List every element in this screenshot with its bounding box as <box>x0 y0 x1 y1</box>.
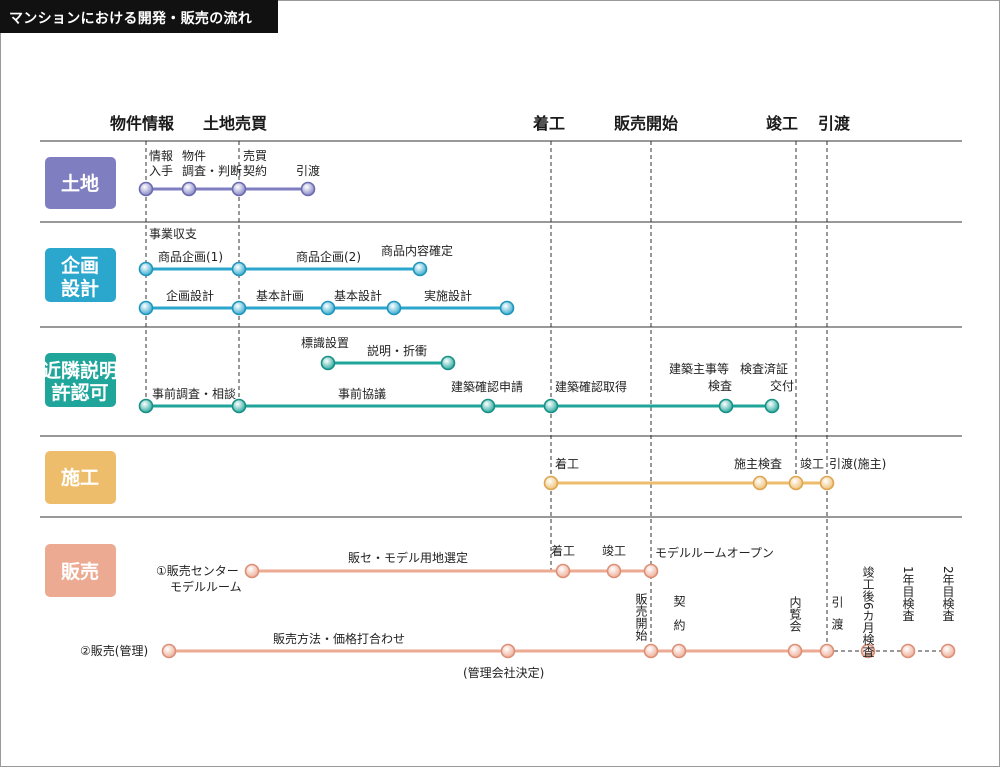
label-owner-inspection-2: 検査 <box>708 379 732 393</box>
category-permit: 近隣説明 許認可 <box>42 353 118 407</box>
title-bar: マンションにおける開発・販売の流れ <box>0 0 278 33</box>
label-survey: 調査・判断 <box>182 163 242 178</box>
svg-text:許認可: 許認可 <box>51 381 108 404</box>
label-mgmt-decided: (管理会社決定) <box>463 665 544 680</box>
label-land-handover: 引渡 <box>296 163 320 178</box>
label-pre-survey: 事前調査・相談 <box>152 386 236 401</box>
label-sign-install: 標識設置 <box>301 335 349 350</box>
milestone-completion: 竣工 <box>766 114 798 133</box>
label-confirm-apply: 建築確認申請 <box>451 379 523 394</box>
svg-text:設計: 設計 <box>61 277 99 300</box>
label-v-insp6: 竣工後6カ月検査 <box>861 565 875 658</box>
label-method-meeting: 販売方法・価格打合わせ <box>273 631 405 646</box>
label-certificate-2: 交付 <box>770 378 794 393</box>
label-site-select: 販セ・モデル用地選定 <box>348 550 468 565</box>
label-cons-handover: 引渡(施主) <box>829 456 886 471</box>
milestone-property-info: 物件情報 <box>110 114 175 133</box>
label-detail-design: 実施設計 <box>424 288 472 303</box>
category-sales: 販売 <box>45 544 116 597</box>
label-intake: 入手 <box>149 164 173 178</box>
label-basic-design: 基本設計 <box>334 288 382 303</box>
label-v-handover: 引渡 <box>830 596 844 640</box>
svg-text:近隣説明: 近隣説明 <box>42 359 118 382</box>
label-v-insp2: 2年目検査 <box>941 566 955 622</box>
label-sales-complete: 竣工 <box>602 543 626 558</box>
label-model-open: モデルルームオープン <box>655 545 774 560</box>
svg-text:販売: 販売 <box>61 560 99 583</box>
svg-text:企画: 企画 <box>60 254 99 277</box>
label-cons-complete: 竣工 <box>800 456 824 471</box>
label-explain-negotiate: 説明・折衝 <box>367 343 427 358</box>
label-v-contract: 契約 <box>672 595 686 643</box>
svg-text:土地: 土地 <box>61 172 99 195</box>
label-product-fixed: 商品内容確定 <box>381 243 453 258</box>
category-construction: 施工 <box>45 451 116 504</box>
label-basic-plan: 基本計画 <box>256 288 304 303</box>
label-certificate-1: 検査済証 <box>740 361 788 376</box>
label-info: 情報 <box>149 149 173 163</box>
svg-text:施工: 施工 <box>61 466 99 489</box>
label-sales-mgmt: ②販売(管理) <box>80 643 148 658</box>
label-owner-inspection-1: 建築主事等 <box>669 361 729 376</box>
milestone-sales-start: 販売開始 <box>614 114 678 133</box>
timeline-nodes <box>138 181 956 659</box>
label-v-insp1: 1年目検査 <box>901 566 915 622</box>
label-business-balance: 事業収支 <box>149 227 197 241</box>
label-model-room: モデルルーム <box>170 579 242 594</box>
label-sales-start-const: 着工 <box>551 543 575 558</box>
row-separators <box>40 140 962 518</box>
category-land: 土地 <box>45 157 116 209</box>
label-v-sales-start: 販売開始 <box>634 593 648 641</box>
timeline-lines <box>144 187 829 653</box>
label-cons-start: 着工 <box>555 456 579 471</box>
category-planning: 企画 設計 <box>45 248 116 302</box>
page-title: マンションにおける開発・販売の流れ <box>9 11 253 27</box>
label-plan-design: 企画設計 <box>166 288 214 303</box>
label-v-preview: 内覧会 <box>788 596 802 633</box>
label-confirm-obtain: 建築確認取得 <box>555 379 627 394</box>
milestone-handover: 引渡 <box>818 114 851 133</box>
label-product-plan-1: 商品企画(1) <box>158 249 223 264</box>
label-property: 物件 <box>182 149 206 163</box>
milestone-land-trade: 土地売買 <box>203 114 267 133</box>
label-pre-consult: 事前協議 <box>338 386 386 401</box>
label-sale: 売買 <box>243 148 267 163</box>
label-product-plan-2: 商品企画(2) <box>296 249 361 264</box>
label-sales-center: ①販売センター <box>156 563 239 578</box>
label-contract: 契約 <box>243 163 267 178</box>
label-owner-check: 施主検査 <box>734 457 782 471</box>
milestone-construction-start: 着工 <box>532 114 565 133</box>
